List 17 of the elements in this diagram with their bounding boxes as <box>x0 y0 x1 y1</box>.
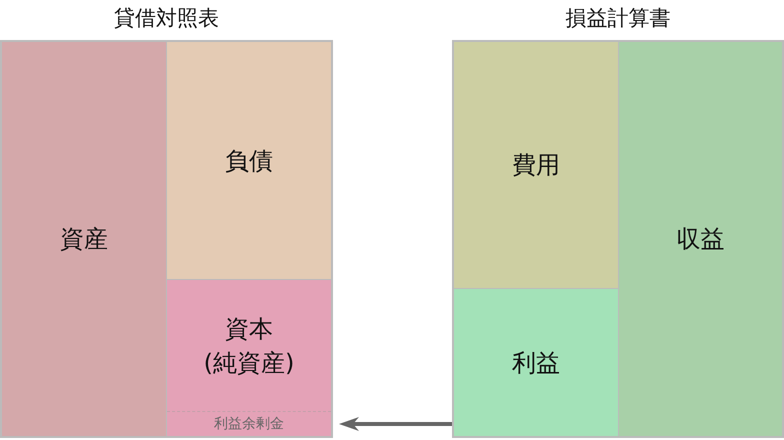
expenses-block <box>453 41 619 289</box>
revenue-block <box>618 41 783 437</box>
equity-block <box>166 279 332 437</box>
box-label: 資産 <box>60 224 108 255</box>
liabilities-block <box>166 41 332 280</box>
box-sublabel: (純資産) <box>204 348 294 378</box>
profit-block <box>453 288 619 437</box>
assets-block <box>1 41 167 437</box>
panel-heading: 損益計算書 <box>566 5 670 32</box>
box-label: 利益 <box>512 348 560 378</box>
arrow <box>342 417 452 431</box>
box-label: 費用 <box>512 150 560 181</box>
panel-heading: 貸借対照表 <box>114 5 219 32</box>
box-label: 収益 <box>676 224 724 255</box>
box-label: 資本 <box>225 314 273 344</box>
strip-label: 利益余剰金 <box>214 415 284 433</box>
box-label: 負債 <box>225 146 273 176</box>
